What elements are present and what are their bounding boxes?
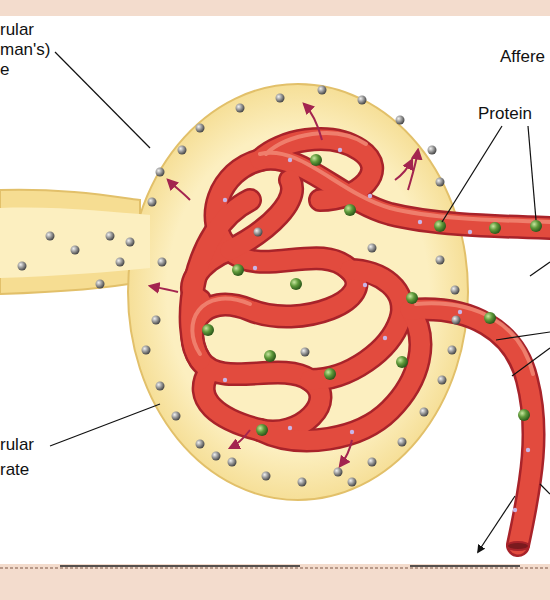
part-label: rular rate — [0, 432, 50, 482]
part-label: Affere — [500, 47, 550, 67]
band-rule — [0, 567, 550, 569]
leader-line — [50, 52, 550, 552]
filtrate-particles — [18, 86, 461, 487]
band-rule — [410, 565, 520, 567]
part-label: rular man's) e — [0, 20, 55, 80]
part-label: Protein — [478, 104, 550, 124]
bowmans-capsule — [0, 84, 468, 500]
top-band — [0, 0, 550, 16]
filtration-arrow — [150, 104, 418, 466]
blood-particles — [202, 148, 542, 512]
band-rule — [60, 565, 300, 567]
capillary-tuft — [191, 133, 550, 550]
bottom-band — [0, 564, 550, 600]
